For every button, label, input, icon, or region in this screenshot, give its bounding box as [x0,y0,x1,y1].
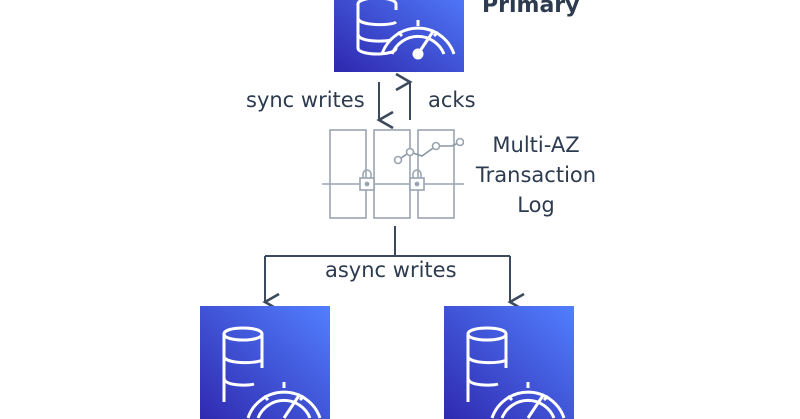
database-gauge-icon [334,0,464,72]
sync-writes-label: sync writes [246,88,365,112]
database-gauge-icon [200,306,330,419]
replica-db-tile-1 [200,306,330,419]
async-writes-label: async writes [325,258,457,282]
transaction-log-icon [322,126,464,222]
primary-label: Primary [482,0,580,18]
log-title-line2: Transaction [475,163,597,187]
acks-label: acks [428,88,476,112]
database-gauge-icon [444,306,574,419]
log-title-line1: Multi-AZ [492,133,580,157]
replica-db-tile-2 [444,306,574,419]
primary-db-tile [334,0,464,72]
log-title-line3: Log [517,193,555,217]
log-title: Multi-AZ Transaction Log [466,130,606,220]
